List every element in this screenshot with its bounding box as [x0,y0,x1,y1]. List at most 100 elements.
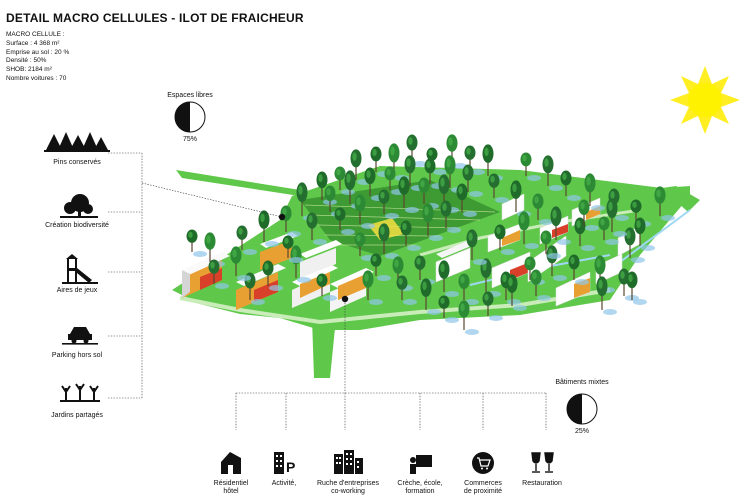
car-icon [62,327,98,345]
building [330,268,374,312]
marker-dot [278,213,286,221]
wine-glasses-icon [531,452,554,473]
pine-tree [334,166,355,195]
pine-tree [464,145,485,175]
pine-tree [420,278,441,315]
pine-tree [306,212,327,245]
buildings-icon [334,450,363,474]
tree-bush-icon [60,194,98,218]
pine-tree [392,256,413,291]
stat-voitures: Nombre voitures : 70 [6,74,67,82]
pine-tree [438,295,459,323]
stats-heading: MACRO CELLULE : [6,31,65,38]
pine-tree [282,235,303,263]
stat-densite: Densité : 50% [6,57,47,65]
pine-tree [488,173,509,203]
pine-tree [542,155,563,191]
stat-emprise: Emprise au sol : 20 % [6,48,70,56]
batiments-mixtes-percent: 25% [574,428,590,435]
pine-tree [494,224,515,255]
building [300,240,342,278]
pine-tree [396,275,417,305]
pine-tree [560,170,581,201]
playground-icon [62,254,98,284]
pine-tree [654,186,675,221]
left-label-pins: Pins conservés [53,159,101,166]
batiments-mixtes-label: Bâtiments mixtes [555,379,609,386]
bottom-label-creche: Crèche, école,formation [397,480,443,495]
pine-tree [598,216,619,245]
shopping-cart-icon [472,452,494,474]
pine-tree [532,193,553,225]
pine-tree [584,173,605,211]
pine-tree [378,189,399,219]
sun-icon [670,66,740,134]
pine-tree [316,273,337,301]
leader-lines [108,152,547,430]
espaces-libres-label: Espaces libres [167,92,213,99]
pine-trees-group [186,134,675,335]
pine-tree [398,176,419,213]
pine-tree [578,199,599,231]
stats-block: MACRO CELLULE : Surface : 4 368 m² Empri… [6,31,69,84]
pine-tree [236,225,257,255]
pine-tree [230,246,251,281]
pine-tree [634,217,655,251]
office-parking-icon: P [274,452,295,475]
marker-dot [341,295,349,303]
pine-tree [350,149,371,185]
pine-tree [606,198,627,237]
pine-tree [466,229,487,265]
pine-tree [458,300,479,335]
building [487,223,521,253]
pine-tree [354,194,375,229]
pine-tree [438,260,459,297]
pine-tree [506,274,527,311]
pine-tree [186,229,207,257]
pine-tree [530,269,551,301]
left-label-jardins: Jardins partagés [51,412,103,419]
left-label-parking: Parking hors sol [51,352,103,359]
stat-surface: Surface : 4 368 m² [6,39,60,47]
pine-tree [258,210,279,247]
bottom-label-restauration: Restauration [522,480,562,487]
svg-text:P: P [286,459,295,475]
teacher-board-icon [410,455,432,474]
pine-tree [370,253,391,281]
pine-tree [568,254,589,285]
pine-tree [446,134,467,169]
pine-tree [362,270,383,305]
stat-shob: SHOB: 2184 m² [6,66,52,74]
pine-tree [540,230,561,259]
pine-tree [520,152,541,181]
pine-tree [334,207,355,235]
pine-tree [574,217,595,251]
pine-tree [518,211,539,249]
pine-tree [400,220,421,251]
pine-tree [482,291,503,321]
pine-tree [624,227,645,263]
espaces-libres-pie [174,101,206,133]
batiments-mixtes-pie [566,393,598,425]
garden-icon [60,383,100,402]
pine-tree [406,134,427,167]
bottom-label-activite: Activité, [271,480,297,487]
house-icon [221,452,241,474]
pine-tree [596,276,617,315]
pine-tree [550,206,571,245]
pine-tree [440,200,461,233]
pine-trees-icon [44,132,110,152]
pine-tree [262,260,283,291]
pine-tree [422,203,443,241]
pine-tree [626,271,647,305]
page-title: DETAIL MACRO CELLULES - ILOT DE FRAICHEU… [6,11,304,25]
pine-tree [208,259,229,289]
left-label-aires-jeux: Aires de jeux [56,287,98,294]
left-label-biodiversite: Création biodiversité [45,222,109,229]
pine-tree [456,183,477,217]
